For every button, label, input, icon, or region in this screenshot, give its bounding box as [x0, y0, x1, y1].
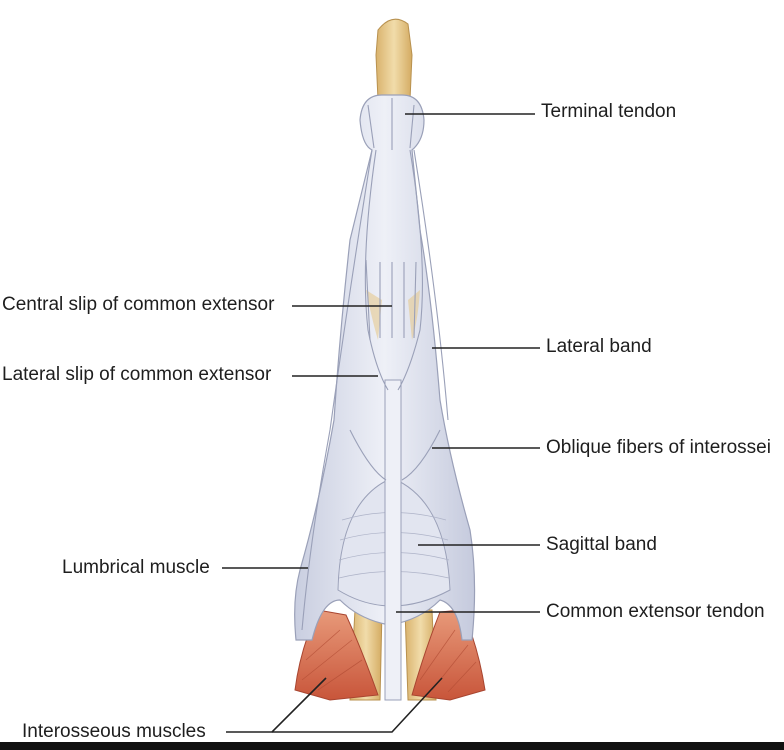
central-slip-gap-right — [408, 290, 420, 340]
label-oblique-fibers: Oblique fibers of interossei — [546, 437, 771, 458]
leader-interosseous-right — [272, 677, 443, 733]
central-slip-gap — [366, 290, 382, 340]
label-sagittal-band: Sagittal band — [546, 534, 657, 555]
bottom-border — [0, 742, 784, 750]
distal-phalanx — [375, 18, 413, 101]
label-central-slip: Central slip of common extensor — [2, 294, 275, 315]
label-lateral-band: Lateral band — [546, 336, 652, 357]
label-lumbrical-muscle: Lumbrical muscle — [62, 557, 210, 578]
label-lateral-slip: Lateral slip of common extensor — [2, 364, 272, 385]
label-interosseous-muscles: Interosseous muscles — [22, 721, 206, 742]
leader-lines — [222, 113, 540, 733]
label-terminal-tendon: Terminal tendon — [541, 101, 677, 122]
common-extensor-tendon-strip — [384, 379, 402, 701]
label-common-extensor-tendon: Common extensor tendon — [546, 601, 765, 622]
extensor-apparatus — [294, 94, 476, 701]
